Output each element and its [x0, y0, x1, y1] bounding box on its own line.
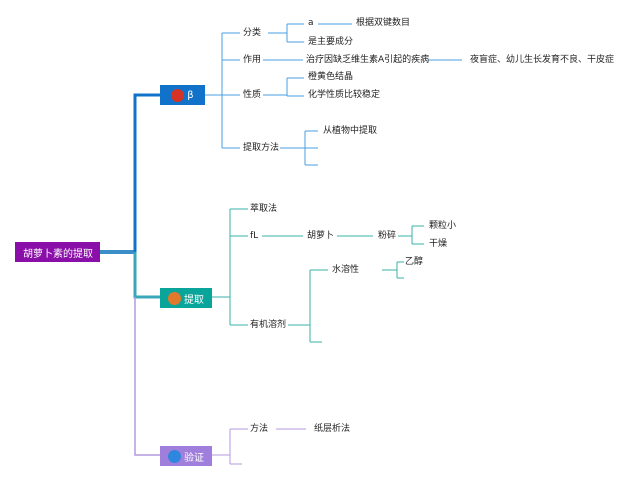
node-fenlei-a[interactable]: a: [308, 18, 314, 28]
node-tiqu-1[interactable]: 从植物中提取: [323, 126, 378, 136]
node-zuoyong-1[interactable]: 治疗因缺乏维生素A引起的疾病: [306, 55, 430, 65]
branch-label-beta: β: [187, 89, 194, 101]
branch2-leaf-lines: [212, 208, 424, 343]
node-yimi[interactable]: 乙醇: [405, 257, 424, 267]
node-xingzhi-2[interactable]: 化学性质比较稳定: [308, 90, 381, 100]
branch-label-verify: 验证: [184, 452, 204, 464]
branch-connector-2: [133, 252, 160, 299]
node-fenlei-b[interactable]: 是主要成分: [308, 37, 354, 47]
node-liu[interactable]: fL: [250, 231, 259, 241]
node-fensui[interactable]: 粉碎: [378, 231, 397, 241]
branch-node-extract[interactable]: 提取: [160, 288, 212, 308]
node-keli[interactable]: 颗粒小: [429, 221, 457, 231]
red-circle-icon: [171, 88, 185, 102]
node-cuiqu[interactable]: 萃取法: [250, 204, 278, 214]
branch-connector-3: [134, 297, 160, 456]
node-ganzao[interactable]: 干燥: [429, 239, 448, 249]
node-tiqu[interactable]: 提取方法: [243, 143, 280, 153]
root-node[interactable]: 胡萝卜素的提取: [15, 242, 100, 262]
branch1-leaf-lines: [205, 23, 462, 166]
node-xingzhi[interactable]: 性质: [243, 90, 262, 100]
node-shuirong[interactable]: 水溶性: [332, 265, 360, 275]
node-youji[interactable]: 有机溶剂: [250, 320, 287, 330]
node-xingzhi-1[interactable]: 橙黄色结晶: [308, 72, 354, 82]
branch-label-extract: 提取: [184, 294, 204, 306]
node-fangfa[interactable]: 方法: [250, 424, 269, 434]
node-zuoyong-2[interactable]: 夜盲症、幼儿生长发育不良、干皮症: [470, 55, 615, 65]
branch-node-verify[interactable]: 验证: [160, 446, 212, 466]
root-label: 胡萝卜素的提取: [23, 248, 93, 260]
branch-connector-1: [133, 93, 160, 252]
node-zuoyong[interactable]: 作用: [243, 55, 262, 65]
node-huluobo[interactable]: 胡萝卜: [307, 231, 335, 241]
node-zhiceng[interactable]: 纸层析法: [314, 424, 351, 434]
orange-circle-icon: [168, 291, 181, 305]
branch-node-beta[interactable]: β: [160, 85, 205, 105]
branch3-leaf-lines: [212, 428, 306, 465]
node-fenlei[interactable]: 分类: [243, 28, 262, 38]
node-fenlei-a-sub[interactable]: 根据双键数目: [356, 18, 411, 28]
blue-circle-icon: [168, 449, 181, 463]
